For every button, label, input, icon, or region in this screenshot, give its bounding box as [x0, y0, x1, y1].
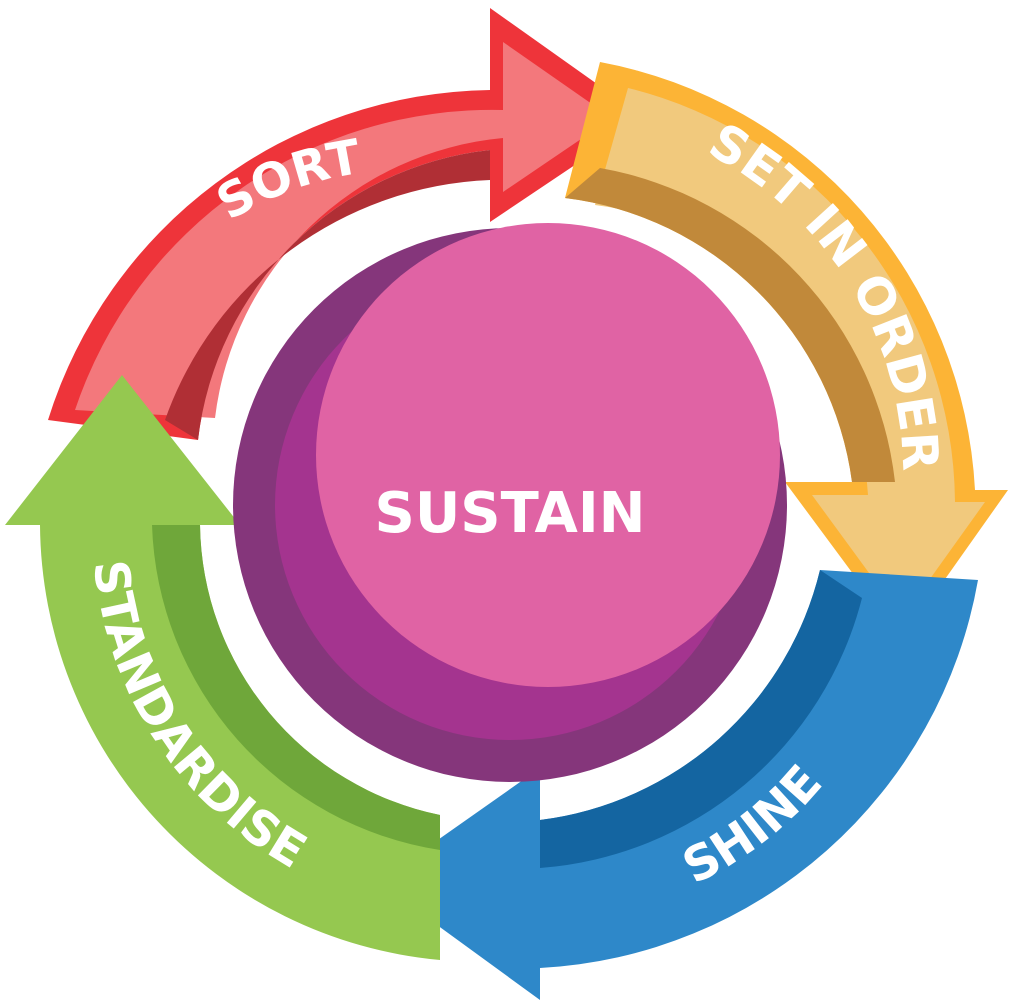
set-in-order-arrow-inner-band	[565, 168, 895, 482]
sustain-circle-fill	[316, 223, 780, 687]
sort-arrow-inner-band	[165, 150, 490, 440]
shine-arrow-inner-band	[540, 570, 862, 868]
sort-arrow-body	[75, 42, 612, 418]
sustain-label: SUSTAIN	[374, 481, 645, 546]
sustain-circle: SUSTAIN	[233, 223, 787, 782]
shine-arrow: SHINE	[378, 570, 978, 1000]
standardise-arrow-inner-band	[152, 525, 440, 850]
